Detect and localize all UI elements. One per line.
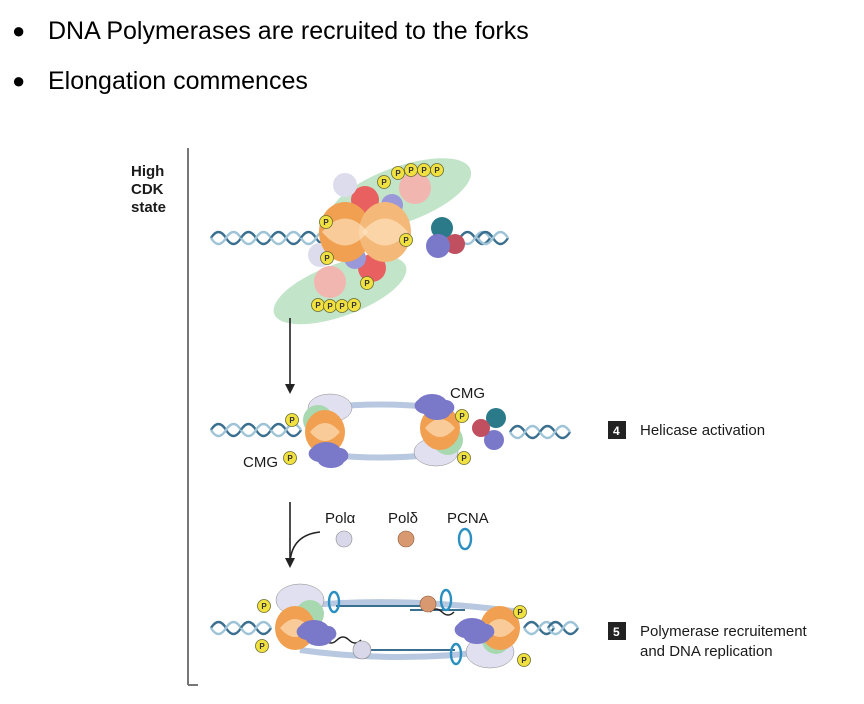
legend-pol-alpha-label: Polα [325, 510, 356, 527]
state-label-line2: CDK [131, 181, 164, 198]
step-4-box: 4 [608, 421, 626, 439]
state-label-line3: state [131, 199, 166, 216]
pol-alpha-icon [335, 530, 353, 548]
phospho-label: P [403, 236, 409, 245]
phospho-label: P [261, 602, 267, 611]
step-arrow-2-curve [289, 531, 321, 563]
stage-polymerase-recruitment: P P P P [209, 583, 580, 669]
phospho-label: P [324, 254, 330, 263]
phospho-label: P [289, 416, 295, 425]
bullet-item: ● Elongation commences [10, 56, 529, 106]
dna-helix-left-3 [209, 620, 273, 636]
step-5-number: 5 [613, 625, 620, 639]
pcna-icon [457, 527, 473, 551]
phospho-label: P [461, 454, 467, 463]
dna-helix-right-2 [508, 424, 572, 440]
phospho-label: P [323, 218, 329, 227]
bullet-list: ● DNA Polymerases are recruited to the f… [10, 6, 529, 106]
phospho-label: P [315, 301, 321, 310]
phospho-label: P [351, 301, 357, 310]
dna-helix-right [458, 230, 510, 246]
step-arrow-1-head [285, 384, 295, 394]
phospho-cluster-stage2: P P P P [283, 409, 471, 465]
phospho-label: P [517, 608, 523, 617]
phospho-label: P [408, 166, 414, 175]
step-4-number: 4 [613, 424, 620, 438]
state-label-line1: High [131, 163, 164, 180]
phospho-label: P [339, 302, 345, 311]
bullet-dot: ● [12, 68, 26, 93]
phospho-label: P [259, 642, 265, 651]
pol-delta-icon [397, 530, 415, 548]
bullet-dot: ● [12, 18, 26, 43]
legend-pcna-label: PCNA [447, 510, 489, 527]
phospho-label: P [459, 412, 465, 421]
dna-helix-left-2 [209, 422, 303, 438]
bullet-text: Elongation commences [48, 67, 308, 95]
step-5-label-line1: Polymerase recruitement [640, 623, 808, 640]
phospho-label: P [421, 166, 427, 175]
legend: Polα Polδ PCNA [325, 510, 489, 551]
step-5-box: 5 [608, 622, 626, 640]
phospho-cluster-stage3: P P P P [255, 599, 531, 667]
cmg-label-bottom: CMG [243, 454, 278, 471]
dna-helix-right-3 [522, 620, 580, 636]
bullet-text: DNA Polymerases are recruited to the for… [48, 17, 529, 45]
legend-pol-delta-label: Polδ [388, 510, 418, 527]
phospho-label: P [364, 279, 370, 288]
stage-helicase-activation: P P P P [209, 393, 572, 468]
step-4-label: Helicase activation [640, 422, 765, 439]
step-5-label-line2: and DNA replication [640, 643, 773, 660]
bullet-item: ● DNA Polymerases are recruited to the f… [10, 6, 529, 56]
step-arrow-2-head [285, 558, 295, 568]
phospho-label: P [287, 454, 293, 463]
phospho-label: P [381, 178, 387, 187]
phospho-label: P [395, 169, 401, 178]
step-5-label: Polymerase recruitement and DNA replicat… [640, 623, 811, 660]
phospho-label: P [327, 302, 333, 311]
cmg-label-top: CMG [450, 385, 485, 402]
dna-helix-left [209, 230, 333, 246]
phospho-label: P [521, 656, 527, 665]
state-label: High CDK state [131, 163, 169, 216]
phospho-label: P [434, 166, 440, 175]
